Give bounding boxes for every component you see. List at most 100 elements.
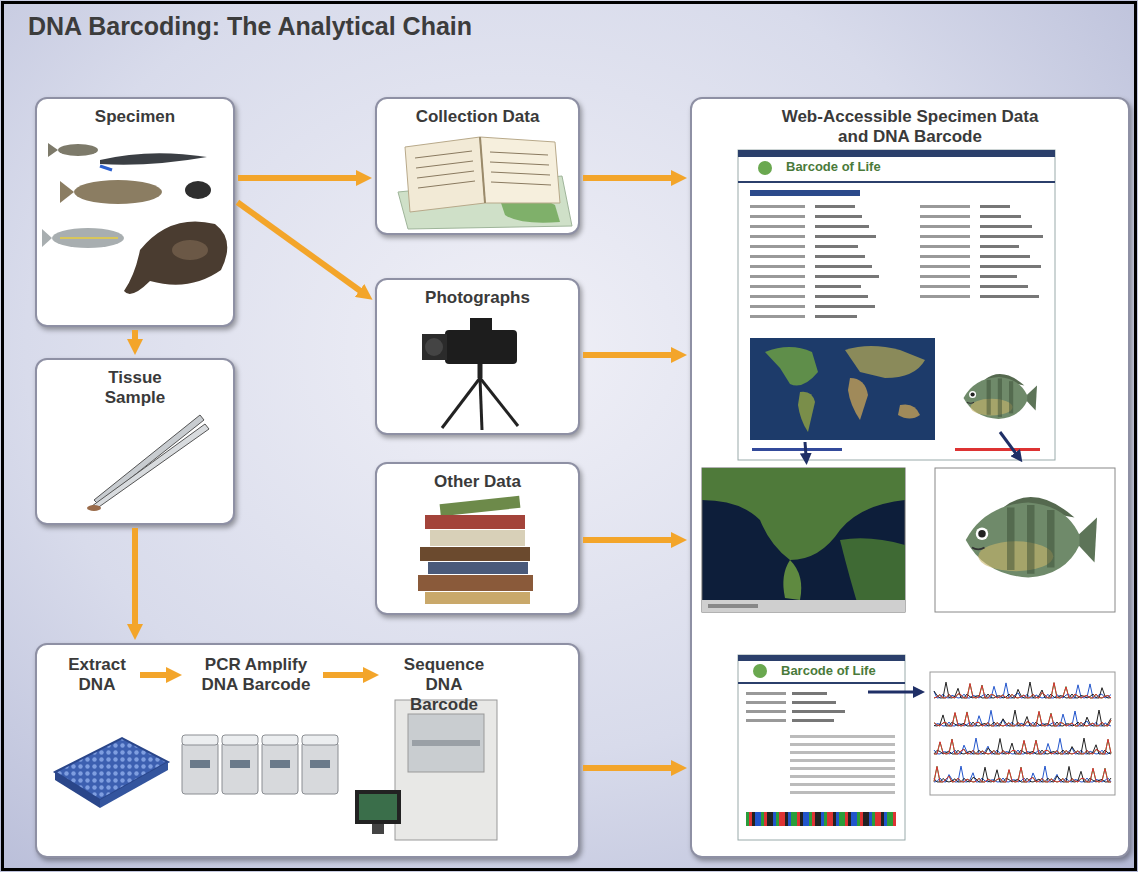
sequence-page-screenshot [792, 692, 827, 695]
sequence-page-screenshot [866, 812, 869, 826]
well-plate [55, 738, 168, 808]
specimen-page-screenshot [980, 265, 1041, 268]
specimen-fish [124, 221, 227, 293]
specimen-page-screenshot [920, 235, 970, 238]
thermal-cyclers [310, 760, 330, 768]
specimen-page-screenshot [750, 235, 805, 238]
camera-on-tripod [442, 378, 480, 428]
specimen-page-screenshot [980, 215, 1021, 218]
inner-arrows [323, 672, 367, 678]
chromatogram [934, 710, 1111, 726]
flow-arrow [583, 352, 675, 358]
sequence-page-screenshot [738, 655, 905, 661]
specimen-page-screenshot [955, 448, 1040, 451]
specimen-page-screenshot [798, 392, 815, 432]
sequencer [355, 700, 497, 840]
box-label: Specimen [95, 107, 175, 127]
sequence-page-screenshot [797, 812, 800, 826]
chromatogram [934, 711, 1111, 726]
thermal-cyclers [222, 735, 258, 745]
sequence-page-screenshot [746, 719, 786, 722]
chromatogram [934, 766, 1111, 782]
sequence-page-screenshot [890, 812, 893, 826]
specimen-page-screenshot [805, 442, 806, 456]
book-stack [430, 530, 525, 546]
specimen-fish [185, 181, 211, 199]
sequence-page-screenshot [857, 812, 860, 826]
sequence-page-screenshot [746, 812, 749, 826]
specimen-page-screenshot [964, 374, 1038, 419]
specimen-page-screenshot [898, 404, 920, 418]
sequence-page-screenshot [812, 812, 815, 826]
sequence-page-screenshot [791, 812, 794, 826]
box-label: Photographs [425, 288, 530, 308]
sequencer [372, 824, 384, 834]
sequence-page-screenshot [868, 691, 916, 694]
sequencer [408, 714, 484, 772]
sequence-page-screenshot [790, 759, 895, 762]
fish-image-view [935, 468, 1115, 612]
flow-arrow [132, 330, 138, 343]
specimen-fish [58, 144, 98, 156]
specimen-page-screenshot [738, 150, 1055, 157]
flow-arrow [132, 528, 138, 628]
specimen-page-screenshot [980, 225, 1032, 228]
chromatogram [934, 766, 1111, 782]
chromatogram [934, 738, 1111, 754]
label-holder: Barcode of Life [780, 663, 877, 678]
specimen-page-screenshot [750, 205, 1043, 318]
sequence-page-screenshot [776, 812, 779, 826]
specimen-page-screenshot [920, 255, 970, 258]
specimen-page-screenshot [980, 245, 1019, 248]
tissue-sample-box: Tissue Sample [35, 358, 235, 525]
sequence-page-screenshot [872, 812, 875, 826]
camera-on-tripod [478, 364, 483, 378]
tweezers [87, 415, 209, 511]
sequence-page-screenshot [738, 682, 905, 684]
chromatogram [934, 682, 1111, 698]
sequence-page-screenshot [792, 701, 836, 704]
sequence-page-screenshot [824, 812, 827, 826]
specimen-fish [42, 229, 52, 247]
chromatogram [930, 672, 1115, 795]
field-notebook [418, 181, 475, 188]
thermal-cyclers [302, 735, 338, 745]
map-view [708, 604, 758, 608]
specimen-page-screenshot [815, 265, 872, 268]
sequence-page-screenshot [809, 812, 812, 826]
chromatogram [934, 738, 1111, 754]
chromatogram [934, 683, 1111, 698]
thermal-cyclers [270, 760, 290, 768]
chromatogram [934, 682, 1111, 782]
field-notebook [490, 162, 549, 165]
box-label: Tissue Sample [90, 368, 180, 408]
well-plate [55, 772, 100, 808]
specimen-fish [100, 153, 207, 165]
camera-on-tripod [422, 318, 518, 430]
specimen-page-screenshot [980, 255, 1030, 258]
book-stack [420, 547, 530, 561]
sequence-page-screenshot [790, 775, 895, 778]
specimen-fish [42, 143, 227, 294]
specimen-page-screenshot [980, 275, 1017, 278]
sequence-page-screenshot [803, 812, 806, 826]
thermal-cyclers [262, 735, 298, 745]
sequence-page-screenshot [746, 692, 895, 794]
flow-arrow [238, 175, 360, 181]
specimen-page-screenshot [750, 225, 805, 228]
sequence-page-screenshot [746, 812, 896, 826]
field-notebook [417, 171, 474, 178]
well-plate [55, 738, 168, 800]
sequencer [359, 794, 397, 820]
specimen-fish [52, 228, 124, 248]
box-label: Sequence DNA Barcode [390, 655, 498, 715]
sequence-page-screenshot [790, 751, 895, 754]
specimen-page-screenshot [750, 245, 805, 248]
specimen-page-screenshot [750, 205, 805, 208]
specimen-page-screenshot [738, 181, 1055, 183]
specimen-page-screenshot [815, 225, 869, 228]
sequence-page-screenshot [815, 812, 818, 826]
sequence-page-screenshot [821, 812, 824, 826]
sequence-page-screenshot [842, 812, 845, 826]
